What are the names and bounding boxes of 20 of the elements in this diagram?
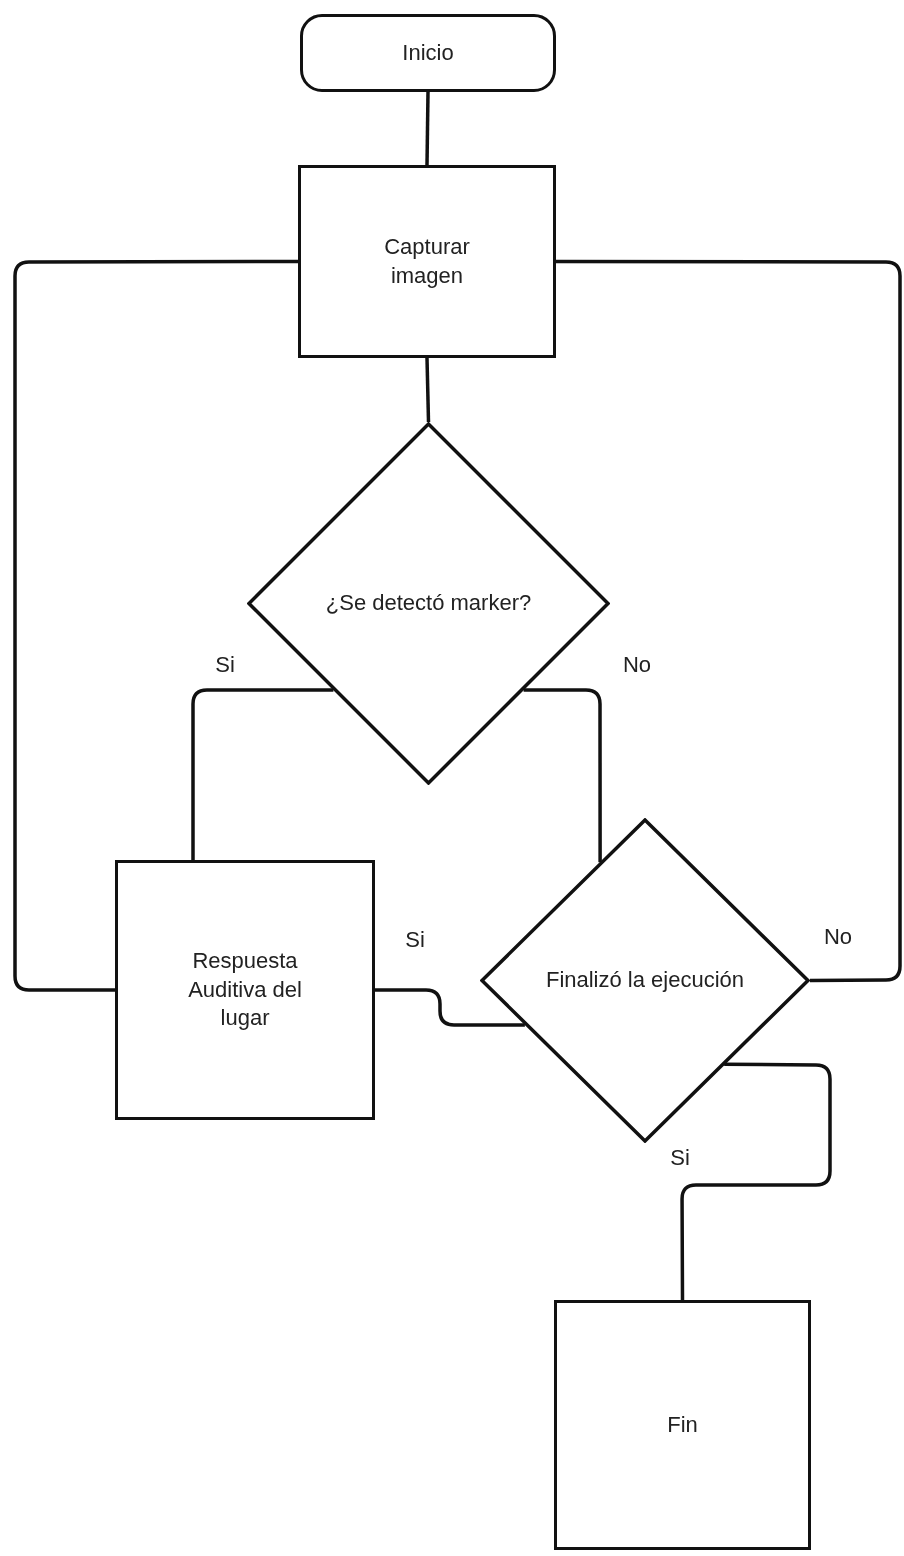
node-text: Fin bbox=[667, 1410, 698, 1439]
terminal-box bbox=[300, 14, 556, 92]
node-text: ¿Se detectó marker? bbox=[325, 589, 532, 618]
node-text: Respuesta Auditiva del lugar bbox=[187, 947, 303, 1033]
node-text: Inicio bbox=[402, 38, 454, 67]
connector-line bbox=[375, 988, 525, 1027]
decision-diamond bbox=[247, 422, 610, 785]
connector-line bbox=[191, 688, 334, 860]
connector-line bbox=[13, 259, 298, 992]
connector-line bbox=[425, 91, 430, 166]
connector-line bbox=[680, 1062, 832, 1300]
process-box bbox=[554, 1300, 811, 1550]
process-box bbox=[298, 165, 556, 358]
connector-line bbox=[523, 688, 602, 863]
connector-line bbox=[425, 357, 431, 423]
process-box bbox=[115, 860, 375, 1120]
node-text: Capturar imagen bbox=[383, 232, 471, 290]
node-text: Finalizó la ejecución bbox=[545, 966, 745, 995]
connector-line bbox=[556, 259, 902, 983]
decision-diamond bbox=[480, 818, 810, 1143]
